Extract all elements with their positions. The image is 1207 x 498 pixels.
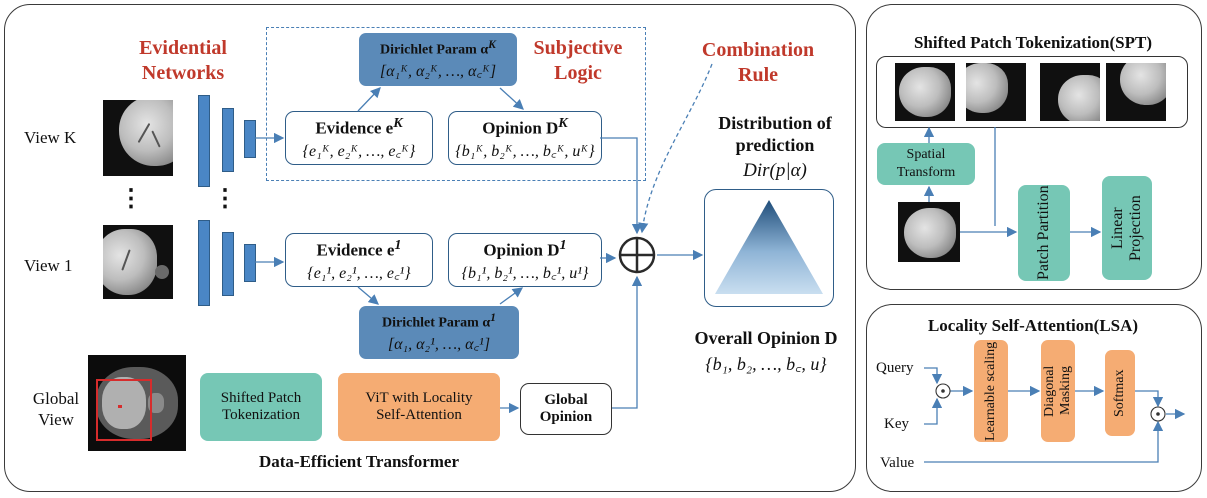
evidence-k-formula: {e₁ᴷ, e₂ᴷ, …, e꜀ᴷ} (302, 142, 416, 160)
distribution-title: Distribution of prediction (718, 113, 832, 155)
evidence-k-box: Evidence eK {e₁ᴷ, e₂ᴷ, …, e꜀ᴷ} (285, 111, 433, 165)
ellipsis-right: ⋮ (213, 186, 237, 212)
evidence-1-title: Evidence e (316, 240, 395, 260)
evidential-net-k-layer-3 (244, 120, 256, 158)
value-label: Value (880, 455, 915, 471)
mri-view-k-image (103, 100, 173, 176)
shifted-image-3 (1040, 63, 1100, 121)
shifted-image-4 (1106, 63, 1166, 121)
view-k-label: View K (24, 128, 77, 147)
global-opinion-box: Global Opinion (520, 383, 612, 435)
lsa-panel (866, 304, 1202, 492)
vit-box-label: ViT with Locality Self-Attention (365, 390, 473, 423)
opinion-1-formula: {b₁¹, b₂¹, …, b꜀¹, u¹} (461, 264, 589, 282)
opinion-k-box: Opinion DK {b₁ᴷ, b₂ᴷ, …, b꜀ᴷ, uᴷ} (448, 111, 602, 165)
opinion-k-formula: {b₁ᴷ, b₂ᴷ, …, b꜀ᴷ, uᴷ} (455, 142, 595, 160)
subjective-logic-heading: Subjective Logic (533, 37, 623, 84)
spt-box-label: Shifted Patch Tokenization (220, 390, 302, 423)
evidence-1-sup: 1 (394, 237, 402, 254)
dirichlet-k-formula: [α₁ᴷ, α₂ᴷ, …, α꜀ᴷ] (379, 62, 497, 80)
dirichlet-param-k-box: Dirichlet Param αK [α₁ᴷ, α₂ᴷ, …, α꜀ᴷ] (359, 33, 517, 86)
evidential-net-k-layer-2 (222, 108, 234, 172)
overall-opinion-formula: {b₁, b₂, …, b꜀, u} (705, 354, 827, 374)
opinion-1-sup: 1 (559, 237, 567, 254)
region-of-interest-box (96, 379, 152, 441)
global-view-label: Global View (32, 389, 80, 430)
key-label: Key (884, 416, 909, 432)
opinion-1-title: Opinion D (483, 240, 560, 260)
dirichlet-k-title: Dirichlet Param α (380, 42, 489, 58)
combination-rule-heading: Combination Rule (701, 39, 815, 86)
spatial-transform-box: Spatial Transform (877, 143, 975, 185)
overall-opinion-title: Overall Opinion D (694, 328, 838, 348)
dirichlet-k-sup: K (488, 38, 496, 52)
mri-view-1-image (103, 225, 173, 299)
shifted-patch-tokenization-box: Shifted Patch Tokenization (200, 373, 322, 441)
evidential-net-1-layer-2 (222, 232, 234, 296)
opinion-k-title: Opinion D (482, 118, 559, 138)
combination-operator-icon (617, 235, 657, 275)
shifted-image-2 (966, 63, 1026, 121)
ellipsis-left: ⋮ (119, 186, 143, 212)
shifted-image-1 (895, 63, 955, 121)
view-1-label: View 1 (24, 256, 73, 275)
spt-input-image (898, 202, 960, 262)
subjective-logic-region (266, 27, 646, 181)
evidential-net-1-layer-3 (244, 244, 256, 282)
data-efficient-transformer-caption: Data-Efficient Transformer (258, 452, 459, 471)
opinion-k-sup: K (558, 115, 568, 132)
global-opinion-label: Global Opinion (539, 392, 593, 425)
lsa-title: Locality Self-Attention(LSA) (927, 316, 1139, 335)
evidence-1-box: Evidence e1 {e₁¹, e₂¹, …, e꜀¹} (285, 233, 433, 287)
simplex-triangle (715, 200, 823, 294)
shifted-images-strip (876, 56, 1188, 128)
evidence-k-sup: K (393, 115, 403, 132)
dirichlet-1-title: Dirichlet Param α (382, 315, 491, 331)
evidential-net-1-layer-1 (198, 220, 210, 306)
dirichlet-param-1-box: Dirichlet Param α1 [α₁, α₂¹, …, α꜀¹] (359, 306, 519, 359)
evidence-1-formula: {e₁¹, e₂¹, …, e꜀¹} (307, 264, 411, 282)
prediction-simplex-box (704, 189, 834, 307)
spt-title: Shifted Patch Tokenization(SPT) (913, 33, 1153, 52)
query-label: Query (876, 360, 914, 376)
dirichlet-1-formula: [α₁, α₂¹, …, α꜀¹] (387, 335, 491, 353)
distribution-formula: Dir(p|α) (743, 160, 807, 181)
spatial-transform-label: Spatial Transform (896, 146, 956, 180)
mri-global-view-image (88, 355, 186, 451)
evidential-networks-heading: Evidential Networks (139, 37, 227, 84)
vit-lsa-box: ViT with Locality Self-Attention (338, 373, 500, 441)
opinion-1-box: Opinion D1 {b₁¹, b₂¹, …, b꜀¹, u¹} (448, 233, 602, 287)
evidential-net-k-layer-1 (198, 95, 210, 187)
evidence-k-title: Evidence e (315, 118, 394, 138)
dirichlet-1-sup: 1 (490, 311, 496, 325)
